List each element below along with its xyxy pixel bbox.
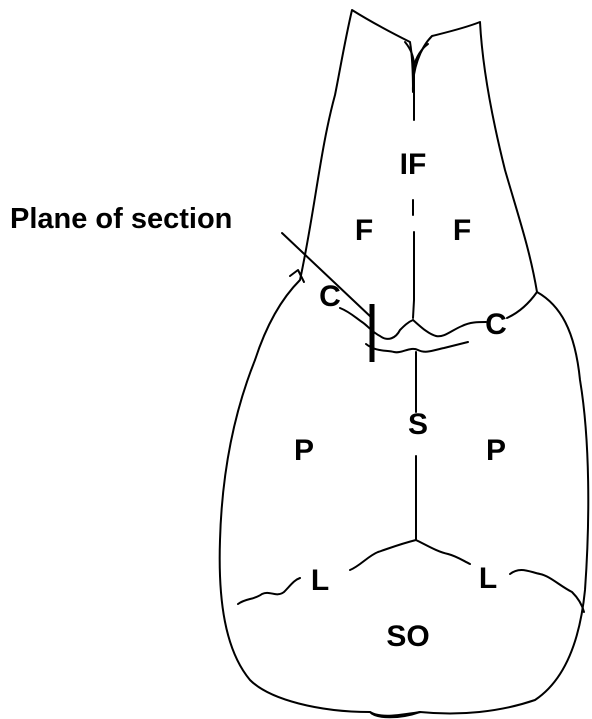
parietal-right-label: P (486, 434, 506, 467)
lambdoid-right-label: L (479, 562, 497, 595)
frontal-midline-suture (413, 66, 414, 318)
lambdoid-outer-right (510, 570, 584, 612)
frontal-right-label: F (453, 214, 471, 247)
coronal-suture-right (413, 320, 486, 336)
coronal-right-label: C (485, 308, 507, 341)
coronal-left-label: C (319, 280, 341, 313)
interfrontal-label: IF (400, 148, 427, 181)
lambdoid-suture-left (350, 540, 416, 570)
sagittal-label: S (408, 408, 428, 441)
plane-of-section-label: Plane of section (10, 203, 232, 235)
lambdoid-outer-left (238, 578, 300, 604)
supraoccipital-label: SO (386, 620, 429, 653)
lambdoid-left-label: L (311, 564, 329, 597)
coronal-suture-right-outer (507, 292, 537, 318)
lambdoid-suture-right (416, 540, 470, 564)
parietal-left-label: P (294, 434, 314, 467)
frontal-left-label: F (355, 214, 373, 247)
coronal-junction-wave (366, 342, 468, 352)
coronal-suture-left (340, 308, 413, 339)
skull-outline (220, 10, 589, 716)
